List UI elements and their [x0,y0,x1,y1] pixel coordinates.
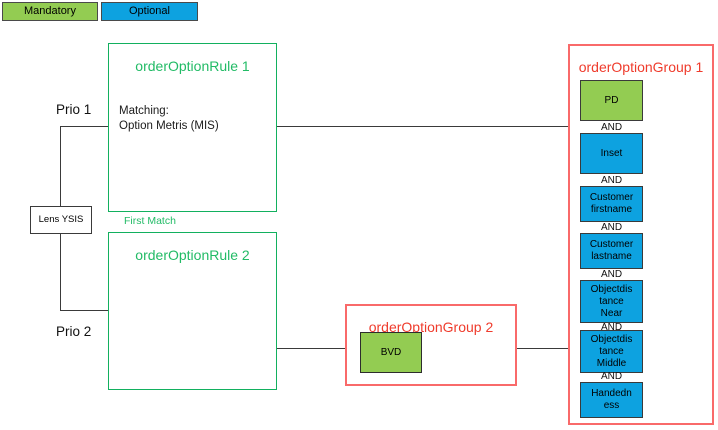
and-operator-2: AND [600,175,623,186]
order-option-group-2-title: orderOptionGroup 2 [368,319,494,335]
connector-prio1-to-rule1 [60,126,109,127]
and-operator-6: AND [600,371,623,382]
order-option-rule-2-title: orderOptionRule 2 [135,247,250,263]
priority-label-2: Prio 2 [56,324,92,339]
lens-ysis-node[interactable]: Lens YSIS [30,206,92,234]
legend-mandatory-label: Mandatory [24,5,76,17]
lens-ysis-label: Lens YSIS [38,214,84,226]
order-option-rule-2[interactable]: orderOptionRule 2 [108,232,277,390]
connector-group2-to-group1 [517,348,569,349]
option-chip-handedness-label: Handedn ess [591,388,632,411]
connector-rule2-to-group2 [277,348,346,349]
option-chip-objectdistance-near-label: Objectdis tance Near [590,283,633,319]
order-option-rule-1-title: orderOptionRule 1 [135,58,250,74]
option-chip-inset-label: Inset [600,147,623,159]
option-chip-objectdistance-middle[interactable]: Objectdis tance Middle [580,330,643,373]
option-chip-objectdistance-near[interactable]: Objectdis tance Near [580,280,643,323]
option-chip-customer-firstname-label: Customer firstname [589,192,634,215]
connector-rule1-to-group1 [277,126,569,127]
connector-lens-top [60,126,61,207]
option-chip-objectdistance-middle-label: Objectdis tance Middle [590,333,633,369]
option-chip-customer-lastname[interactable]: Customer lastname [580,233,643,269]
connector-lens-bottom [60,233,61,311]
order-option-group-1-title: orderOptionGroup 1 [578,59,704,75]
option-chip-pd-label: PD [604,94,619,106]
legend-optional-label: Optional [129,5,170,17]
and-operator-4: AND [600,269,623,280]
connector-prio2-to-rule2 [60,310,109,311]
option-chip-handedness[interactable]: Handedn ess [580,382,643,418]
and-operator-1: AND [600,122,623,133]
first-match-label: First Match [124,215,176,227]
priority-label-1: Prio 1 [56,102,92,117]
legend-optional-swatch: Optional [101,2,198,21]
option-chip-customer-lastname-label: Customer lastname [589,239,634,262]
option-chip-pd[interactable]: PD [580,80,643,121]
option-chip-bvd-label: BVD [380,346,402,358]
legend-mandatory-swatch: Mandatory [2,2,98,21]
option-chip-bvd[interactable]: BVD [360,332,422,373]
option-chip-customer-firstname[interactable]: Customer firstname [580,186,643,222]
order-option-rule-1-body: Matching: Option Metris (MIS) [119,105,219,132]
and-operator-3: AND [600,222,623,233]
and-operator-5: AND [600,322,623,333]
order-option-rule-1[interactable]: orderOptionRule 1 Matching: Option Metri… [108,43,277,212]
option-chip-inset[interactable]: Inset [580,133,643,174]
